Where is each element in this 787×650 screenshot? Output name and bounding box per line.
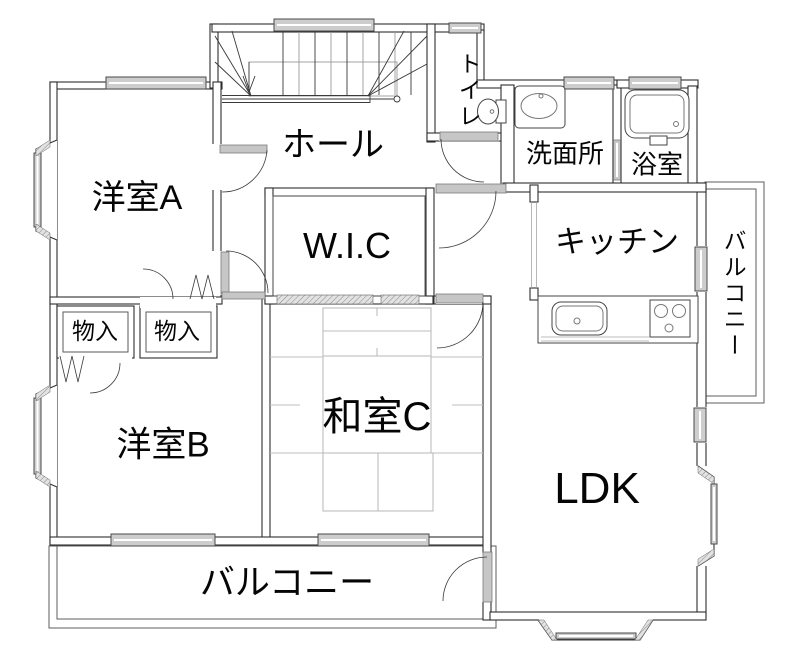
window-stairs-top	[273, 18, 375, 32]
door-storage-right	[140, 268, 216, 308]
washbasin-fixture	[514, 85, 566, 129]
toilet-fixture	[477, 98, 507, 125]
window-room-a-top	[105, 76, 207, 90]
door-kitchen-balcony	[694, 246, 708, 292]
door-storage-left	[59, 353, 132, 394]
fixtures	[276, 85, 699, 344]
staircase	[214, 30, 428, 103]
tatami-lines	[270, 307, 483, 512]
window-toilet-top	[448, 22, 482, 34]
window-ldk-right	[693, 407, 707, 443]
door-ldk-balcony	[442, 551, 493, 603]
bay-window-ldk-bottom	[537, 613, 654, 641]
window-washroom-top	[563, 76, 615, 90]
bay-window-ldk-right	[695, 465, 718, 567]
door-hall-corridor	[435, 183, 507, 249]
balcony-side-structure	[704, 181, 765, 404]
balcony-bottom-structure	[48, 545, 497, 629]
door-bathroom	[613, 139, 621, 181]
bay-window-room-b	[33, 384, 58, 488]
doors	[59, 131, 621, 603]
window-bathroom-top	[628, 76, 682, 90]
bathtub-fixture	[624, 89, 690, 146]
bay-window-room-a	[33, 139, 58, 241]
kitchen-counter	[537, 295, 699, 344]
door-toilet	[439, 131, 499, 183]
window-room-b-bottom	[110, 533, 216, 547]
door-room-b-corridor	[212, 250, 269, 300]
wic-sliding-doors	[276, 294, 420, 305]
window-room-c-bottom	[317, 533, 430, 547]
door-room-c	[435, 293, 484, 349]
windows	[33, 18, 718, 641]
door-room-a	[212, 144, 268, 193]
